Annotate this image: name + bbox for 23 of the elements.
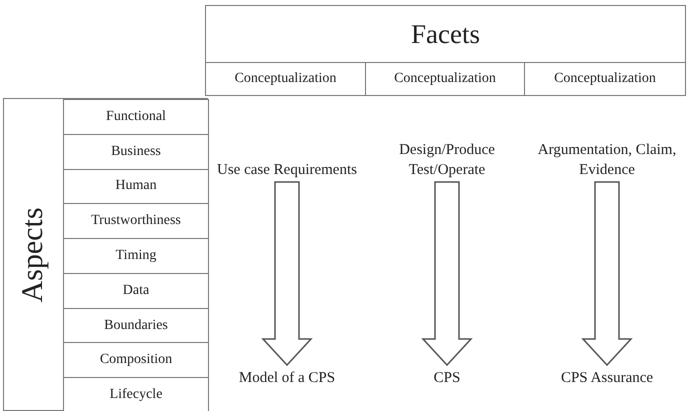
block-arrow	[421, 181, 473, 366]
column-header-cell: Conceptualization	[524, 62, 686, 96]
result-label: CPS Assurance	[532, 367, 682, 389]
block-arrow	[261, 181, 313, 366]
table-cell: Business	[63, 134, 209, 170]
row-header-panel	[3, 98, 208, 411]
row-header-label: Aspects	[18, 207, 48, 302]
column-header-cell: Conceptualization	[205, 62, 366, 96]
table-cell: Timing	[63, 238, 209, 274]
step-label: Design/Produce Test/Operate	[372, 140, 522, 180]
table-cell: Composition	[63, 342, 209, 378]
table-cell: Data	[63, 272, 209, 309]
result-label: Model of a CPS	[212, 367, 362, 389]
result-label: CPS	[372, 367, 522, 389]
header-cell: Facets	[205, 5, 686, 63]
step-label: Use case Requirements	[212, 160, 362, 180]
block-arrow	[581, 181, 633, 366]
table-cell: Human	[63, 168, 209, 204]
table-cell: Boundaries	[63, 308, 209, 344]
table-cell: Functional	[63, 99, 209, 135]
table-cell: Trustworthiness	[63, 203, 209, 240]
step-label: Argumentation, Claim, Evidence	[532, 140, 682, 180]
table-cell: Lifecycle	[63, 377, 209, 411]
